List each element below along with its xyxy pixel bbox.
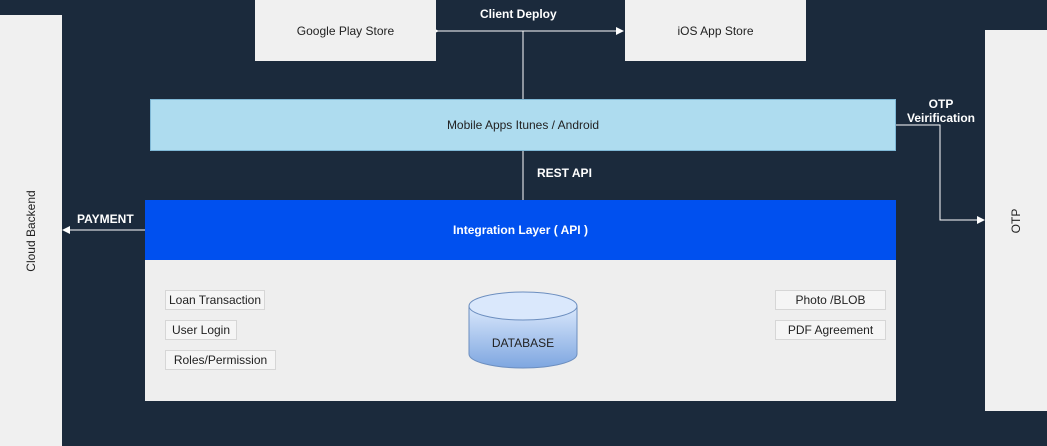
photo-blob-label: Photo /BLOB	[795, 293, 866, 307]
ios-app-store-label: iOS App Store	[677, 23, 754, 38]
otp-verification-line2: Veirification	[906, 111, 976, 125]
roles-permission-tag: Roles/Permission	[165, 350, 276, 370]
otp-verification-label: OTP Veirification	[904, 97, 978, 125]
loan-transaction-label: Loan Transaction	[168, 293, 262, 307]
integration-layer-label: Integration Layer ( API )	[453, 223, 588, 237]
database-label: DATABASE	[491, 336, 555, 350]
photo-blob-tag: Photo /BLOB	[775, 290, 886, 310]
google-play-store-box: Google Play Store	[255, 0, 436, 61]
user-login-tag: User Login	[165, 320, 237, 340]
otp-box: OTP	[985, 30, 1047, 411]
loan-transaction-tag: Loan Transaction	[165, 290, 265, 310]
database-cylinder-icon	[468, 291, 578, 369]
payment-label: PAYMENT	[77, 212, 134, 226]
otp-verification-line1: OTP	[928, 97, 954, 111]
client-deploy-label: Client Deploy	[480, 7, 557, 21]
ios-app-store-box: iOS App Store	[625, 0, 806, 61]
otp-label: OTP	[1009, 208, 1023, 233]
rest-api-label: REST API	[537, 166, 592, 180]
user-login-label: User Login	[171, 323, 231, 337]
mobile-apps-label: Mobile Apps Itunes / Android	[446, 118, 600, 132]
pdf-agreement-tag: PDF Agreement	[775, 320, 886, 340]
mobile-apps-box: Mobile Apps Itunes / Android	[150, 99, 896, 151]
pdf-agreement-label: PDF Agreement	[787, 323, 874, 337]
cloud-backend-label: Cloud Backend	[24, 189, 38, 272]
roles-permission-label: Roles/Permission	[173, 353, 268, 367]
google-play-store-label: Google Play Store	[296, 23, 395, 38]
otp-arrow-line	[896, 124, 985, 224]
integration-layer-box: Integration Layer ( API )	[145, 200, 896, 260]
cloud-backend-box: Cloud Backend	[0, 15, 62, 446]
